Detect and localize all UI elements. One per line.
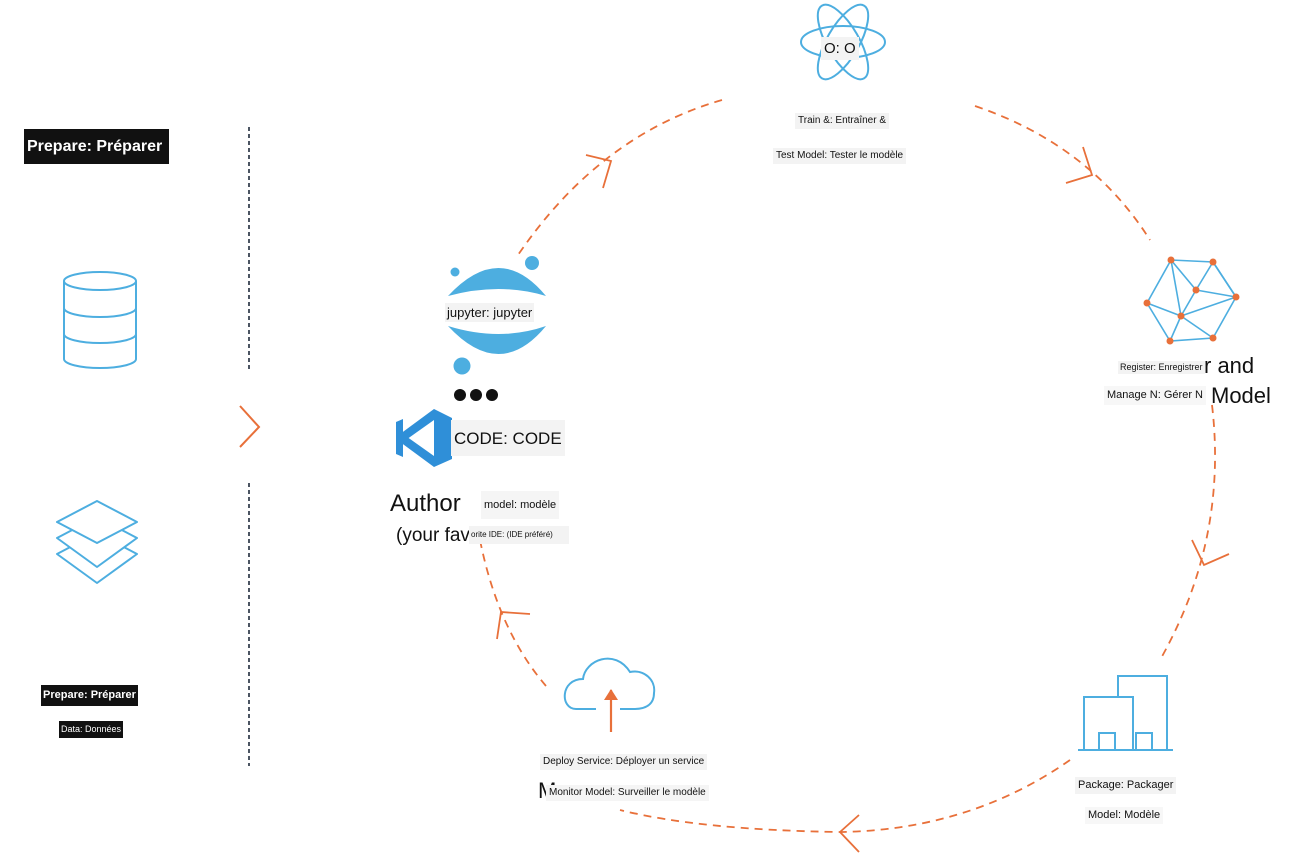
database-icon [63, 271, 137, 369]
ellipsis-icon [454, 389, 498, 401]
package-label-line2: Model: Modèle [1085, 807, 1164, 824]
buildings-icon [1078, 675, 1173, 751]
arrowhead-top-right [1065, 146, 1094, 184]
arrowhead-top-left [585, 154, 613, 189]
jupyter-icon [448, 256, 546, 375]
model-label: model: modèle [481, 491, 560, 519]
ide-label: orite IDE: (IDE préféré) [469, 526, 569, 544]
arrowhead-right [1191, 539, 1230, 567]
register-label-line2: Manage N: Gérer N [1104, 386, 1206, 405]
register-tail-text: r and [1204, 353, 1255, 378]
layers-icon [56, 500, 138, 584]
vscode-icon [396, 409, 452, 467]
code-label: CODE: CODE [451, 420, 565, 456]
data-label: Data: Données [59, 721, 124, 738]
model-tail-text: Model [1211, 383, 1271, 408]
author-text: Author [390, 490, 461, 517]
train-label-line1: Train &: Entraîner & [795, 113, 889, 129]
cycle-arrowheads [496, 146, 1230, 853]
prepare-label: Prepare: Préparer [41, 685, 138, 706]
lifecycle-arcs [479, 99, 1216, 833]
arrowhead-left [496, 611, 531, 640]
train-label-line2: Test Model: Tester le modèle [773, 148, 907, 164]
deploy-label-line2: Monitor Model: Surveiller le modèle [546, 785, 709, 801]
package-label-line1: Package: Packager [1075, 777, 1177, 794]
cloud-upload-icon [563, 657, 656, 732]
register-label-line1: Register: Enregistrer [1118, 361, 1205, 374]
prepare-heading: Prepare: Préparer [24, 129, 169, 164]
network-icon [1143, 256, 1240, 345]
chevron-right-icon [239, 405, 261, 448]
atom-label: O: O [821, 37, 859, 60]
arrowhead-bottom [838, 814, 860, 853]
fav-text: (your fav [396, 525, 470, 546]
jupyter-label: jupyter: jupyter [445, 303, 535, 322]
deploy-label-line1: Deploy Service: Déployer un service [540, 754, 708, 770]
